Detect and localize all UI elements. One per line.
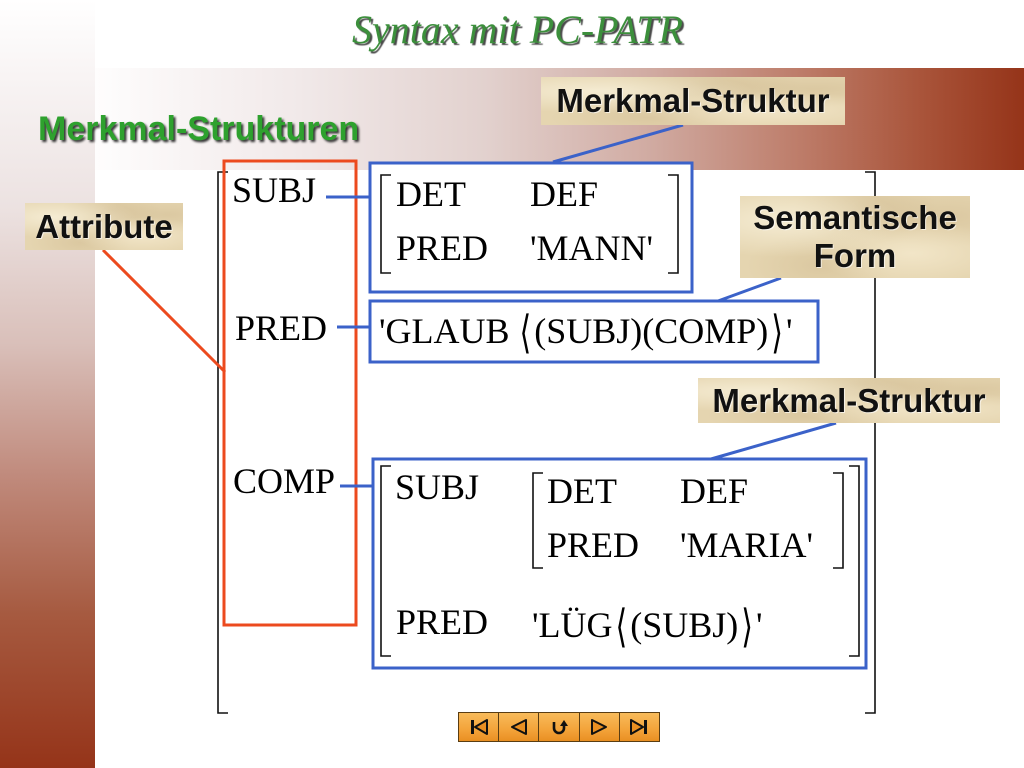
callout-label-line-1: Semantische [753,199,957,236]
comp-subj-pred-value: 'MARIA' [680,525,813,565]
callout-label-line-2: Form [813,237,897,274]
callout-label: Merkmal-Struktur [712,381,986,419]
comp-feature-structure-box [371,457,868,670]
subj-pred-value: 'MANN' [530,228,653,268]
callout-attribute: Attribute [25,203,183,250]
last-slide-button[interactable] [619,713,660,741]
next-slide-button[interactable] [579,713,619,741]
comp-subj-pred-attribute: PRED [547,525,640,565]
subj-feature-structure-box [368,161,694,294]
previous-slide-icon [510,719,527,735]
slide-title: Syntax mit PC-PATR [352,7,684,52]
attribute-pred: PRED [235,308,328,348]
callout-label: Attribute [35,207,173,245]
pred-semantic-form: 'GLAUB⟨(SUBJ)(COMP)⟩' [379,307,793,360]
comp-subj-det-attribute: DET [547,471,617,511]
outer-bracket-right [865,171,876,714]
slide-navigation-bar [458,712,660,742]
comp-semantic-form-head: 'LÜG [532,605,613,645]
slide-heading: Merkmal-Strukturen [38,110,360,148]
subj-pred-attribute: PRED [396,228,489,268]
comp-bracket-right [849,465,860,657]
callout-line-semantische-form [717,276,782,303]
attribute-comp: COMP [233,461,336,501]
first-slide-icon [470,719,488,735]
first-slide-button[interactable] [459,713,499,741]
comp-subj-bracket-left [532,472,543,569]
subj-det-value: DEF [530,174,599,214]
callout-semantische-form: Semantische Form [740,196,970,278]
semantic-form-head: 'GLAUB [379,311,510,351]
comp-semantic-form-end-quote: ' [755,605,763,645]
comp-semantic-form-open-angle: ⟨ [615,601,628,654]
semantic-form-close-angle: ⟩ [771,307,783,360]
callout-line-attribute [101,248,227,374]
semantic-form-arguments: (SUBJ)(COMP) [534,311,769,351]
comp-pred-attribute: PRED [396,602,489,642]
next-slide-icon [591,719,608,735]
subj-bracket-right [668,174,679,274]
subj-det-attribute: DET [396,174,466,214]
last-slide-icon [630,719,648,735]
comp-subj-bracket-right [833,472,844,569]
comp-subj-det-value: DEF [680,471,749,511]
callout-merkmal-struktur-top: Merkmal-Struktur [541,77,845,125]
attribute-subj: SUBJ [232,170,317,210]
comp-bracket-left [380,465,391,657]
attributes-highlight-box [222,159,358,627]
subj-bracket-left [380,174,391,274]
return-button[interactable] [539,713,579,741]
return-icon [552,720,568,735]
pred-semantic-form-box [368,299,820,364]
semantic-form-open-angle: ⟨ [519,307,532,360]
comp-semantic-form-arguments: (SUBJ) [630,605,739,645]
semantic-form-end-quote: ' [785,311,793,351]
left-gradient-bar [0,0,95,768]
comp-semantic-form-close-angle: ⟩ [741,601,753,654]
callout-label: Merkmal-Struktur [556,82,830,119]
callout-line-merkmal-struktur-bottom [710,421,837,461]
comp-pred-semantic-form: 'LÜG⟨(SUBJ)⟩' [532,601,763,654]
comp-subj-attribute: SUBJ [395,467,480,507]
callout-merkmal-struktur-bottom: Merkmal-Struktur [698,378,1000,423]
callout-line-merkmal-struktur-top [552,123,684,164]
previous-slide-button[interactable] [499,713,539,741]
